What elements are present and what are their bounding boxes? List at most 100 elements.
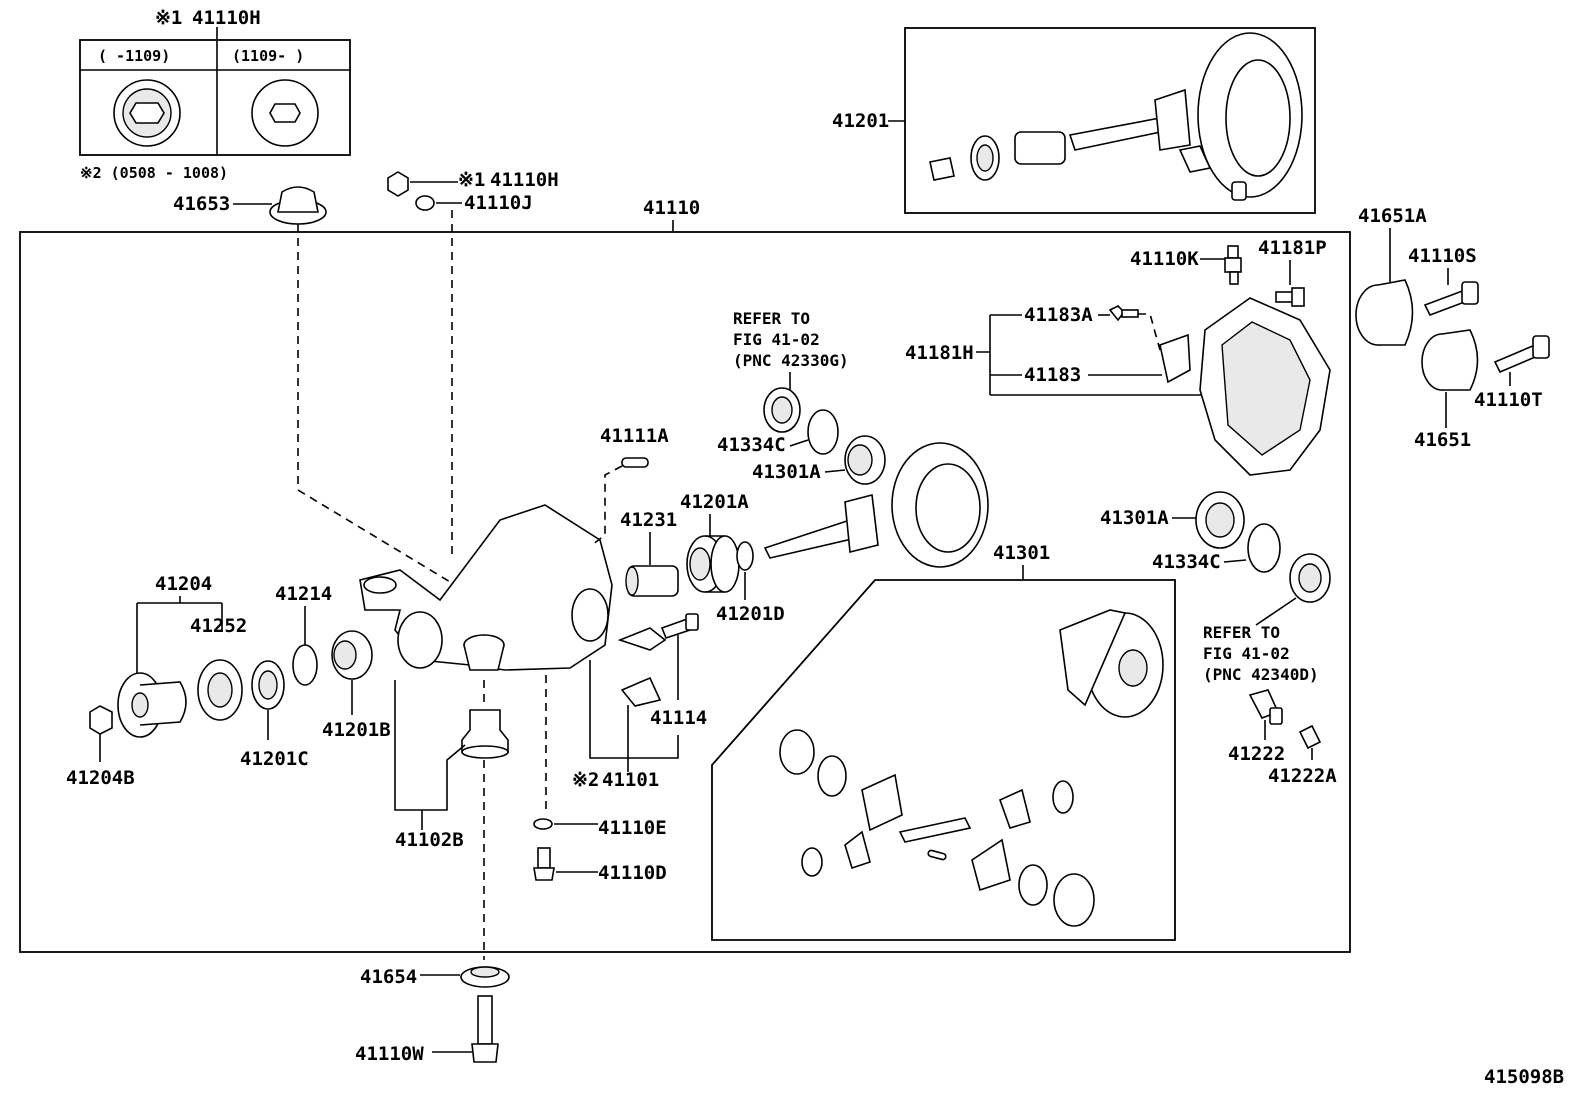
- washer-icon: [779, 729, 1095, 927]
- bearing-cap-icon: [617, 627, 667, 707]
- label-41654: 41654: [360, 966, 417, 988]
- drain-plug-nut-icon: [89, 705, 113, 735]
- bracket-icon: [1159, 333, 1191, 384]
- pinion-shaft-icon: [898, 817, 972, 861]
- label-41183a: 41183A: [1024, 304, 1093, 326]
- label-41181h: 41181H: [905, 342, 974, 364]
- ring-gear-icon: [891, 442, 989, 568]
- drive-pinion-icon: [929, 88, 1191, 181]
- differential-case-icon: [1059, 609, 1164, 718]
- bearing-icon: [1195, 491, 1245, 549]
- figure-id: 415098B: [1484, 1066, 1564, 1088]
- bearing-icon: [686, 535, 740, 593]
- differential-subassembly-frame: [711, 579, 1176, 941]
- inset-part-label: 41110H: [192, 7, 261, 29]
- label-41204: 41204: [155, 573, 212, 595]
- label-41110s: 41110S: [1408, 245, 1477, 267]
- bolt-icon: [1275, 287, 1305, 307]
- bushing-icon: [461, 709, 509, 759]
- label-41231: 41231: [620, 509, 677, 531]
- bearing-icon: [331, 630, 373, 680]
- oil-seal-icon: [197, 659, 243, 721]
- label-41214: 41214: [275, 583, 332, 605]
- label-41102b: 41102B: [395, 829, 464, 851]
- bolt-icon: [1108, 305, 1139, 322]
- label-41201b: 41201B: [322, 719, 391, 741]
- label-41201a: 41201A: [680, 491, 749, 513]
- oil-seal-icon: [763, 387, 801, 433]
- label-41110e: 41110E: [598, 817, 667, 839]
- bearing-icon: [251, 660, 285, 710]
- rear-cover-icon: [1199, 297, 1331, 476]
- bolt-icon: [1178, 145, 1247, 201]
- shim-icon: [1247, 523, 1281, 573]
- bolt-icon: [1298, 724, 1322, 750]
- label-41301a-a: 41301A: [752, 461, 821, 483]
- washer-icon: [251, 79, 319, 147]
- companion-flange-icon: [117, 672, 187, 738]
- ref1-line2: FIG 41-02: [733, 330, 820, 349]
- label-41334c-b: 41334C: [1152, 551, 1221, 573]
- label-41252: 41252: [190, 615, 247, 637]
- ref2-line2: FIG 41-02: [1203, 644, 1290, 663]
- label-41222: 41222: [1228, 743, 1285, 765]
- breather-plug-icon: [1224, 245, 1242, 285]
- washer-icon: [533, 818, 553, 830]
- bolt-icon: [533, 847, 555, 881]
- note-2: ※2 (0508 - 1008): [80, 164, 228, 182]
- bolt-icon: [1493, 335, 1550, 374]
- ref2-line1: REFER TO: [1203, 623, 1280, 642]
- label-41222a: 41222A: [1268, 765, 1337, 787]
- inset-table: ※1 41110H ( -1109) (1109- ): [79, 7, 351, 156]
- oil-seal-icon: [1289, 553, 1331, 603]
- label-41101-tag: ※2: [572, 769, 599, 791]
- gear-set-box: 41201: [832, 27, 1316, 214]
- ref2-line3: (PNC 42340D): [1203, 665, 1319, 684]
- label-41201c: 41201C: [240, 748, 309, 770]
- cap-icon: [1421, 329, 1479, 391]
- label-41653: 41653: [173, 193, 230, 215]
- spacer-icon: [292, 644, 318, 686]
- ring-gear-icon: [1197, 32, 1303, 198]
- cap-icon: [460, 966, 510, 988]
- label-41110h-tag: ※1: [458, 169, 485, 191]
- inset-tag: ※1: [155, 7, 182, 29]
- label-41110j: 41110J: [464, 192, 533, 214]
- label-41110h: 41110H: [490, 169, 559, 191]
- housing-assembly-frame: [19, 231, 1351, 953]
- pin-icon: [621, 457, 649, 468]
- label-41201d: 41201D: [716, 603, 785, 625]
- drain-plug-nut-icon: [113, 79, 181, 147]
- label-41301: 41301: [993, 542, 1050, 564]
- label-41334c-a: 41334C: [717, 434, 786, 456]
- bolt-icon: [471, 995, 499, 1063]
- washer-icon: [415, 195, 435, 211]
- shim-icon: [807, 409, 839, 455]
- inset-col2: (1109- ): [232, 47, 304, 65]
- label-41181p: 41181P: [1258, 237, 1327, 259]
- label-41651a: 41651A: [1358, 205, 1427, 227]
- label-41183: 41183: [1024, 364, 1081, 386]
- bolt-icon: [660, 613, 699, 639]
- label-41110: 41110: [643, 197, 700, 219]
- washer-icon: [736, 541, 754, 571]
- label-41110d: 41110D: [598, 862, 667, 884]
- label-41101: 41101: [602, 769, 659, 791]
- inset-col1: ( -1109): [98, 47, 170, 65]
- cap-icon: [1355, 279, 1414, 346]
- drain-plug-nut-icon: [387, 171, 409, 197]
- label-41110t: 41110T: [1474, 389, 1543, 411]
- label-41201-top: 41201: [832, 110, 889, 132]
- drive-pinion-icon: [763, 493, 879, 559]
- label-41114: 41114: [650, 707, 707, 729]
- label-41110w: 41110W: [355, 1043, 424, 1065]
- ref1-line1: REFER TO: [733, 309, 810, 328]
- housing-icon: [359, 504, 613, 671]
- label-41111a: 41111A: [600, 425, 669, 447]
- sensor-bracket-icon: [1248, 689, 1283, 725]
- label-41204b: 41204B: [66, 767, 135, 789]
- label-41301a-b: 41301A: [1100, 507, 1169, 529]
- cap-icon: [269, 186, 327, 225]
- label-41651: 41651: [1414, 429, 1471, 451]
